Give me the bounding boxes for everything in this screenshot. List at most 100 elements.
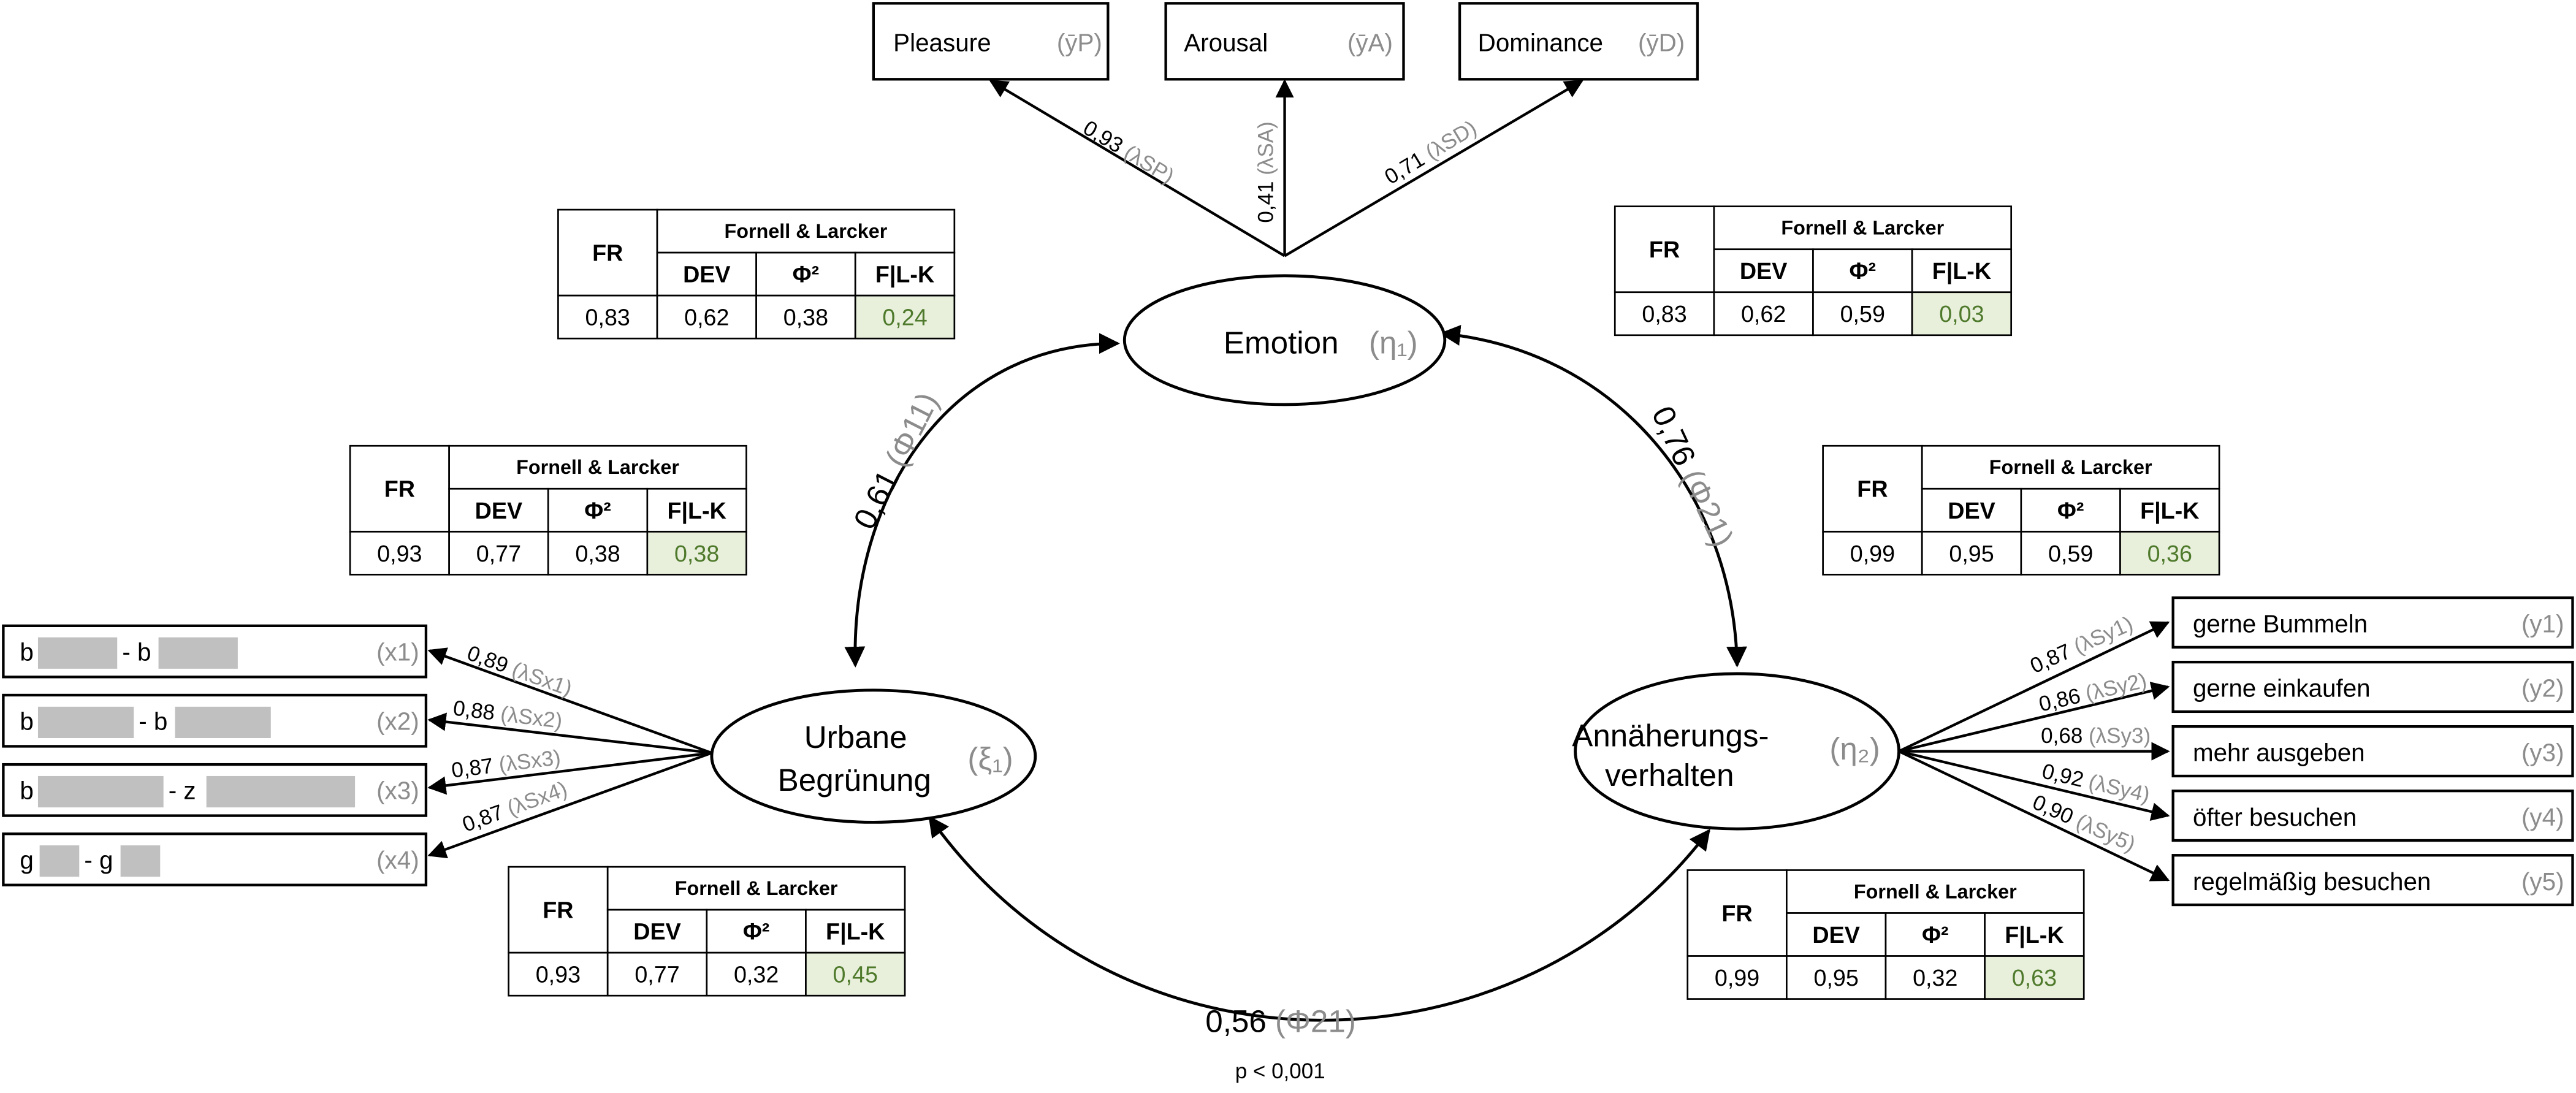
- construct-label: Emotion: [1224, 325, 1339, 360]
- table-header-dev: DEV: [1740, 258, 1788, 284]
- loading-arrow-pleasure: [989, 80, 1286, 257]
- svg-text:0,71 (λSD): 0,71 (λSD): [1381, 116, 1480, 189]
- construct-symbol: (ξ₁): [967, 741, 1013, 776]
- svg-text:(x1): (x1): [376, 638, 419, 666]
- table-value-dev: 0,95: [1949, 541, 1994, 566]
- svg-text:0,89 (λSx1): 0,89 (λSx1): [464, 641, 576, 701]
- redaction-bar: [158, 637, 238, 669]
- table-header-fr: FR: [384, 476, 415, 502]
- loading-arrow-y2: [1899, 682, 2170, 753]
- loading-label-dominance: 0,71 (λSD): [1381, 116, 1480, 189]
- svg-text:0,76 (Φ21): 0,76 (Φ21): [1645, 401, 1740, 552]
- path-curve-urban-approach: [928, 815, 1710, 1022]
- path-curve-emotion-approach: [1439, 325, 1747, 668]
- construct-label-line2: Begrünung: [778, 763, 931, 798]
- table-header-flk: F|L-K: [667, 498, 726, 524]
- construct-label-line1: Annäherungs-: [1572, 718, 1769, 753]
- table-header-dev: DEV: [475, 498, 523, 524]
- loading-label-x1: 0,89 (λSx1): [464, 641, 576, 701]
- loading-label-arousal: 0,41 (λSA): [1254, 121, 1278, 223]
- svg-text:(x3): (x3): [376, 777, 419, 805]
- table-header-flk: F|L-K: [1932, 258, 1991, 284]
- table-header-fr: FR: [592, 240, 623, 266]
- indicator-box-y2: gerne einkaufen (y2): [2171, 660, 2574, 714]
- svg-text:(y4): (y4): [2521, 803, 2564, 831]
- table-value-phi: 0,32: [1913, 965, 1957, 991]
- redaction-bar: [37, 706, 134, 738]
- significance-note: p < 0,001: [1235, 1059, 1325, 1083]
- svg-text:b: b: [20, 777, 33, 805]
- table-header-flk: F|L-K: [826, 919, 885, 945]
- indicator-box-y3: mehr ausgeben (y3): [2171, 725, 2574, 778]
- table-header-dev: DEV: [1948, 498, 1995, 524]
- indicator-box-y1: gerne Bummeln (y1): [2171, 596, 2574, 649]
- indicator-label: Arousal: [1184, 28, 1268, 56]
- svg-text:b: b: [20, 638, 33, 666]
- loading-arrow-x1: [427, 647, 712, 755]
- svg-text:0,41 (λSA): 0,41 (λSA): [1254, 121, 1278, 223]
- construct-urban-greening: Urbane Begrünung (ξ₁): [710, 688, 1037, 824]
- loading-arrow-y1: [1898, 621, 2170, 753]
- indicator-box-pleasure: Pleasure (ȳP): [872, 2, 1110, 81]
- table-header-flk: F|L-K: [875, 262, 934, 288]
- svg-text:0,86 (λSy2): 0,86 (λSy2): [2037, 668, 2149, 716]
- redaction-bar: [37, 775, 164, 808]
- table-header-fornell-larcker: Fornell & Larcker: [1854, 880, 2017, 902]
- construct-approach-behavior: Annäherungs- verhalten (η₂): [1572, 672, 1900, 831]
- table-value-dev: 0,77: [634, 962, 679, 988]
- svg-text:gerne Bummeln: gerne Bummeln: [2193, 610, 2368, 638]
- path-label-emotion-approach: 0,76 (Φ21): [1645, 401, 1740, 552]
- table-header-dev: DEV: [683, 262, 731, 288]
- svg-text:b: b: [20, 707, 33, 736]
- indicator-box-x2: b - b (x2): [2, 693, 428, 748]
- svg-text:0,68 (λSy3): 0,68 (λSy3): [2041, 724, 2151, 748]
- table-value-fr: 0,99: [1715, 965, 1759, 991]
- table-header-fornell-larcker: Fornell & Larcker: [1989, 456, 2152, 478]
- table-value-flk: 0,45: [833, 962, 878, 988]
- loading-arrow-dominance: [1284, 80, 1583, 257]
- table-value-phi: 0,59: [2048, 541, 2093, 566]
- construct-symbol: (η₂): [1829, 731, 1880, 766]
- construct-symbol: (η₁): [1369, 325, 1418, 360]
- table-header-fornell-larcker: Fornell & Larcker: [675, 877, 838, 899]
- indicator-box-arousal: Arousal (ȳA): [1164, 2, 1405, 81]
- loading-arrow-y4: [1899, 750, 2170, 821]
- indicator-symbol: (ȳP): [1057, 28, 1102, 56]
- svg-text:g: g: [20, 846, 33, 874]
- loading-label-x2: 0,88 (λSx2): [452, 696, 563, 734]
- loading-arrow-x3: [427, 752, 712, 795]
- table-header-flk: F|L-K: [2005, 922, 2063, 948]
- path-label-urban-emotion: 0,61 (Φ11): [847, 387, 945, 535]
- svg-text:gerne einkaufen: gerne einkaufen: [2193, 674, 2371, 703]
- table-header-phi: Φ²: [1850, 258, 1876, 284]
- path-label-urban-approach: 0,56 (Φ21): [1205, 1004, 1356, 1038]
- table-header-dev: DEV: [1812, 922, 1860, 948]
- indicator-box-x4: g - g (x4): [2, 832, 428, 886]
- table-value-fr: 0,93: [377, 541, 422, 566]
- table-value-fr: 0,83: [1642, 301, 1686, 327]
- table-header-fr: FR: [1649, 237, 1680, 262]
- indicator-label: Pleasure: [893, 28, 991, 56]
- svg-text:(x4): (x4): [376, 846, 419, 874]
- svg-text:0,93 (λSP): 0,93 (λSP): [1079, 116, 1178, 189]
- loading-label-y3: 0,68 (λSy3): [2041, 724, 2151, 748]
- svg-text:(y2): (y2): [2521, 674, 2564, 703]
- table-header-fr: FR: [543, 897, 573, 923]
- table-value-dev: 0,62: [1741, 301, 1786, 327]
- table-header-fornell-larcker: Fornell & Larcker: [725, 220, 888, 242]
- indicator-box-y4: öfter besuchen (y4): [2171, 790, 2574, 842]
- indicator-box-x3: b - z (x3): [2, 763, 428, 817]
- table-value-phi: 0,32: [734, 962, 779, 988]
- indicator-box-x1: b - b (x1): [2, 624, 428, 679]
- table-value-fr: 0,99: [1850, 541, 1895, 566]
- redaction-bar: [175, 706, 271, 738]
- table-value-phi: 0,59: [1840, 301, 1885, 327]
- construct-label-line2: verhalten: [1605, 758, 1734, 793]
- svg-text:regelmäßig besuchen: regelmäßig besuchen: [2193, 867, 2431, 896]
